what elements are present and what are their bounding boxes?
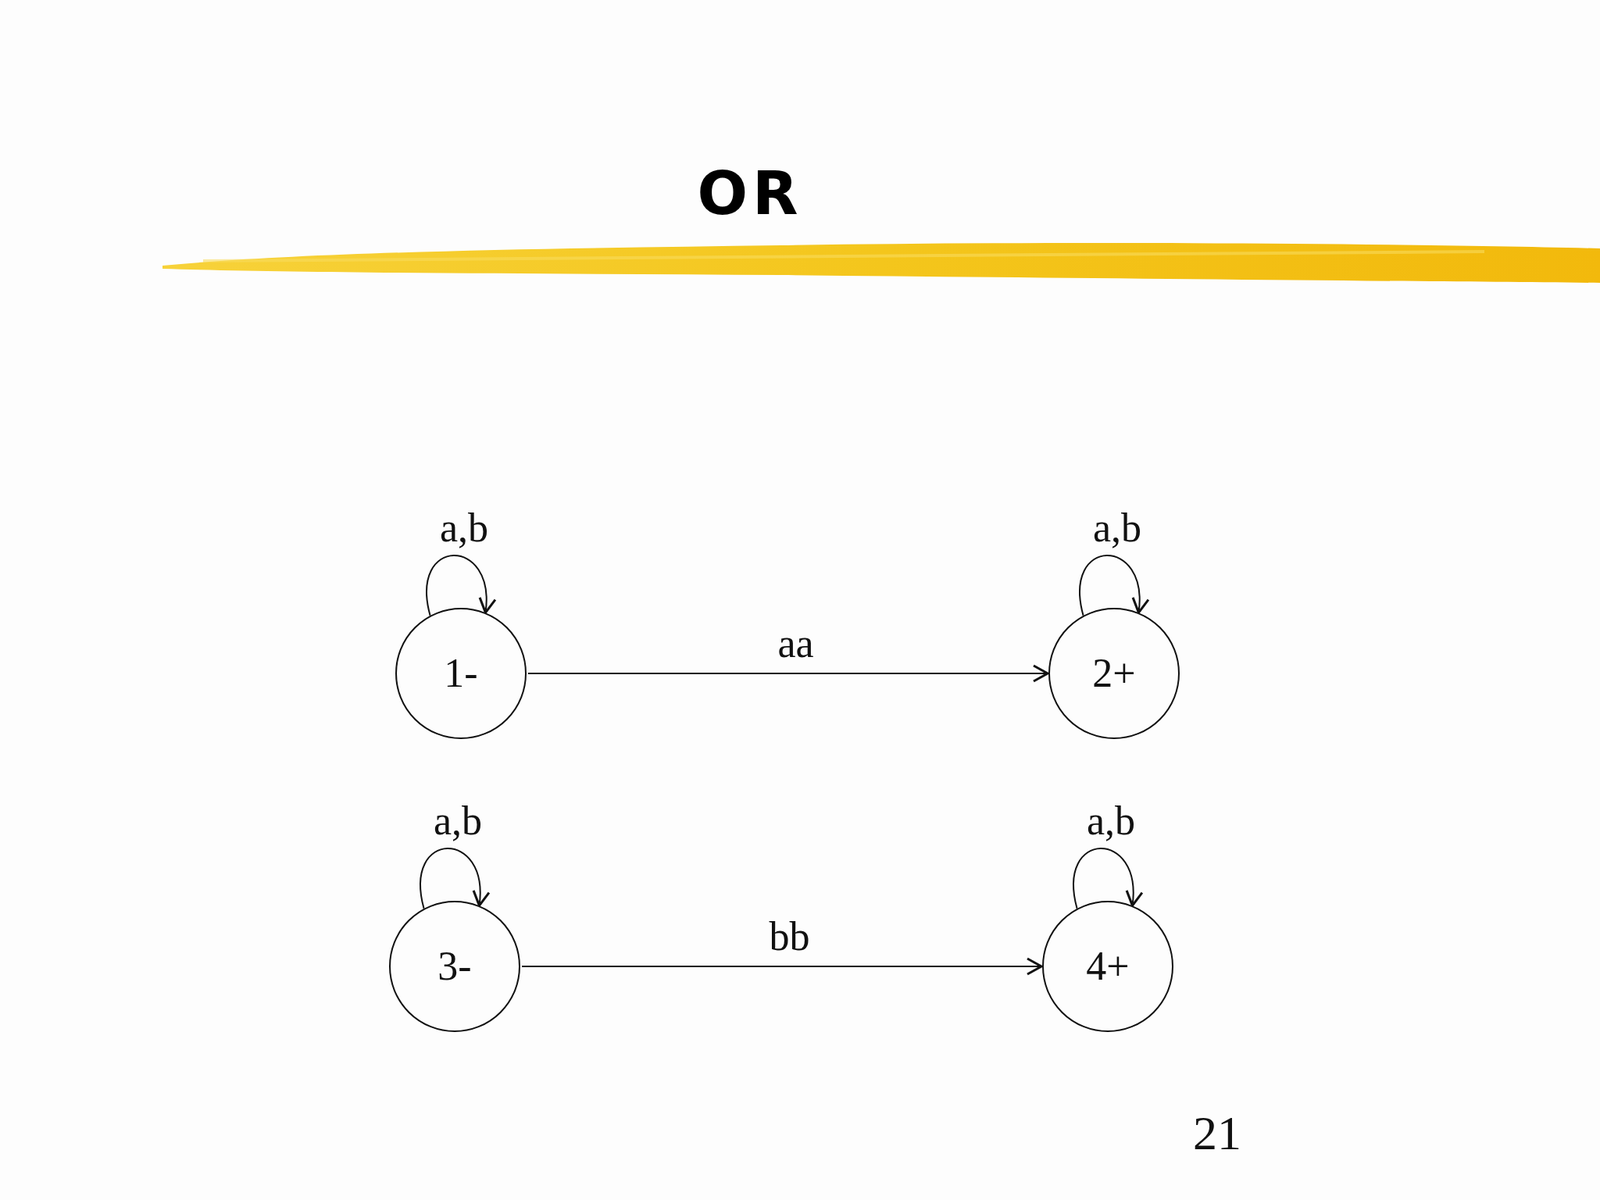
circle-shape [1042,901,1173,1032]
loop-line [420,848,481,909]
self-loop [426,555,496,616]
edge-line [521,965,1042,968]
brush-stroke [162,242,1600,283]
arrowhead [1126,890,1143,906]
transition-arrow [528,665,1048,682]
brush-highlight [203,251,1485,261]
arrowhead [1132,597,1149,613]
arrowhead [479,597,496,613]
state-label: 1- [443,650,478,696]
transition-label: a,b [1083,800,1139,843]
slide-title: OR [696,164,803,224]
transition-label: a,b [430,800,486,843]
loop-line [1073,848,1134,909]
self-loop [420,848,490,909]
circle-shape [1049,608,1179,739]
state-label: 3- [437,943,472,989]
page-number: 21 [1192,1108,1242,1158]
circle-shape [389,901,520,1032]
arrowhead [1033,665,1048,682]
transition-label: a,b [436,507,492,550]
state-label: 2+ [1092,650,1136,696]
transition-label: aa [774,622,817,666]
transition-label: a,b [1089,507,1145,550]
edge-line [528,672,1048,675]
loop-line [1079,555,1140,616]
loop-line [426,555,487,616]
state-circle: 4+ [1042,900,1174,1033]
state-circle: 3- [389,900,521,1033]
circle-shape [396,608,526,739]
state-circle: 2+ [1048,607,1180,740]
transition-arrow [521,958,1042,975]
state-circle: 1- [395,607,527,740]
arrowhead [473,890,490,906]
arrowhead [1027,958,1042,975]
self-loop [1073,848,1143,909]
state-label: 4+ [1085,943,1129,989]
self-loop [1079,555,1149,616]
transition-label: bb [766,915,814,959]
